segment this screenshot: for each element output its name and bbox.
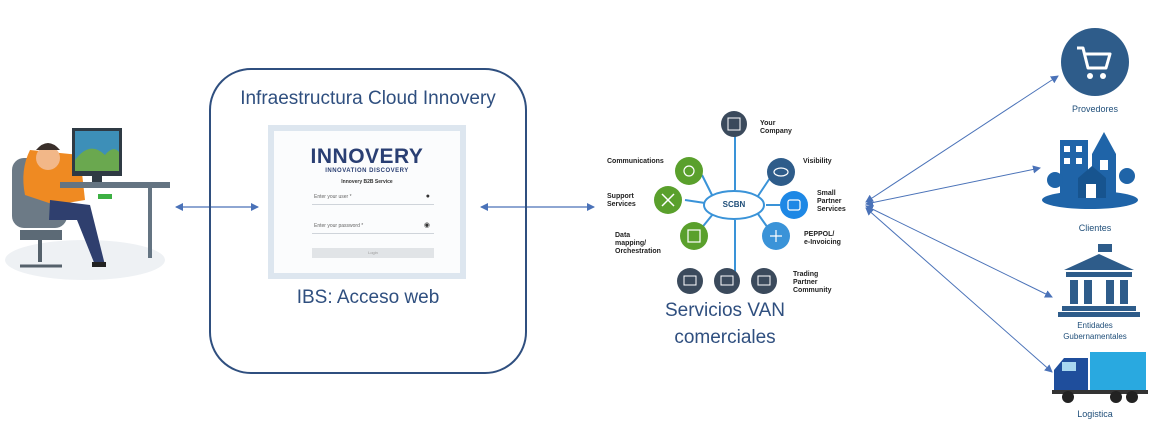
innovery-tagline: INNOVATION DISCOVERY [325,168,409,174]
peppol-icon [762,222,790,250]
support-services-icon [654,186,682,214]
service-name: Innovery B2B Service [341,179,393,185]
user-at-desk-illustration [5,128,170,280]
government-building-icon [1058,244,1140,317]
user-icon: ● [425,193,430,200]
arrow-to-proveedores [865,75,1059,203]
arrow-to-entidades [865,205,1053,298]
user-placeholder: Enter your user * [314,194,352,200]
eye-slash-icon: ◉ [423,222,430,229]
communications-label: Communications [607,158,664,165]
truck-icon [1052,352,1148,403]
trading-partner-icons [677,268,777,294]
login-screen-preview: INNOVERY INNOVATION DISCOVERY Innovery B… [268,125,466,279]
ibs-label: IBS: Acceso web [296,287,440,308]
scbn-hub [684,135,780,272]
clientes-label: Clientes [1078,223,1112,233]
visibility-icon [767,158,795,186]
user-input[interactable]: Enter your user * ● [312,189,434,205]
your-company-icon [721,111,747,137]
scbn-label: SCBN [722,200,746,209]
visibility-label: Visibility [803,158,832,165]
cloud-title: Infraestructura Cloud Innovery [240,88,496,109]
login-button[interactable]: Login [312,248,434,258]
password-input[interactable]: Enter your password * ◉ [312,218,434,234]
communications-icon [675,157,703,185]
proveedores-label: Provedores [1071,104,1119,114]
innovery-logo: INNOVERY [310,145,424,168]
shopping-cart-icon [1061,28,1129,96]
logistica-label: Logistica [1077,409,1113,419]
data-mapping-icon [680,222,708,250]
cloud-infrastructure-box [209,68,527,374]
peppol-label: PEPPOL/e-Invoicing [804,231,841,246]
small-partner-icon [780,191,808,219]
arrow-to-logistica [865,207,1053,373]
arrow-to-clientes [865,165,1041,207]
buildings-icon [1042,132,1138,209]
password-placeholder: Enter your password * [314,223,364,229]
